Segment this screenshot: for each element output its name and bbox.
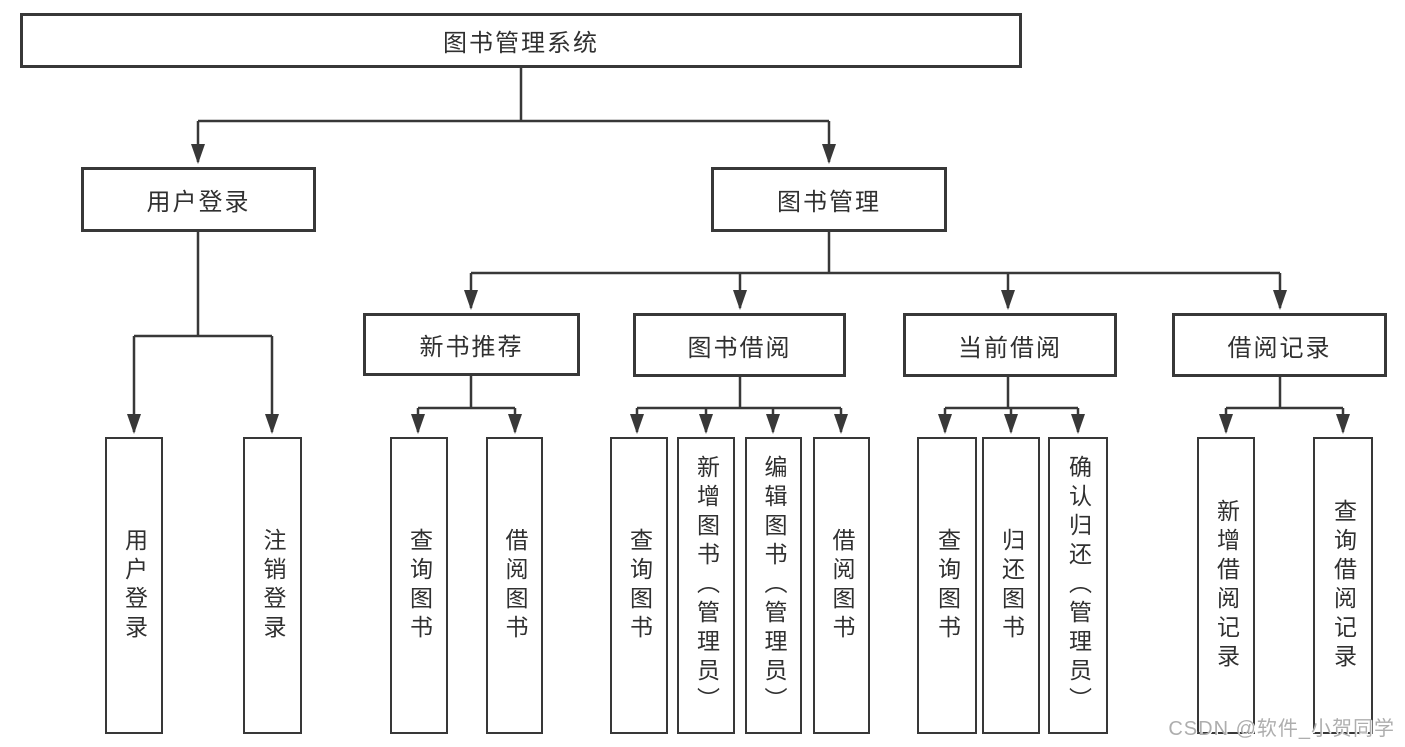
- leaf-search-borrow-record: 查询借阅记录: [1313, 437, 1373, 734]
- leaf-label: 查询借阅记录: [1330, 498, 1357, 673]
- node-label: 当前借阅: [958, 334, 1062, 362]
- node-label: 借阅记录: [1227, 334, 1332, 362]
- leaf-add-borrow-record: 新增借阅记录: [1197, 437, 1255, 734]
- leaf-label: 借阅图书: [829, 527, 855, 644]
- leaf-label: 注销登录: [260, 527, 286, 644]
- leaf-user-login: 用户登录: [105, 437, 163, 734]
- leaf-borrow-books-recommend: 借阅图书: [486, 437, 543, 734]
- leaf-label: 查询图书: [406, 527, 433, 644]
- node-label: 图书管理系统: [443, 30, 599, 57]
- leaf-search-books-recommend: 查询图书: [390, 437, 448, 734]
- node-current-borrow: 当前借阅: [903, 313, 1117, 377]
- leaf-return-books: 归还图书: [982, 437, 1040, 734]
- leaf-add-books-admin: 新增图书（管理员）: [677, 437, 735, 734]
- leaf-confirm-return-admin: 确认归还（管理员）: [1048, 437, 1108, 734]
- node-book-management: 图书管理: [711, 167, 947, 232]
- leaf-label: 借阅图书: [502, 527, 528, 644]
- leaf-search-books-current: 查询图书: [917, 437, 977, 734]
- node-library-management-system: 图书管理系统: [20, 13, 1022, 68]
- leaf-label: 新增借阅记录: [1213, 498, 1240, 673]
- node-label: 图书管理: [777, 189, 881, 216]
- leaf-label: 查询图书: [934, 527, 961, 644]
- leaf-edit-books-admin: 编辑图书（管理员）: [745, 437, 802, 734]
- node-label: 用户登录: [146, 189, 251, 216]
- leaf-logout: 注销登录: [243, 437, 302, 734]
- leaf-label: 用户登录: [121, 527, 148, 644]
- leaf-borrow-books: 借阅图书: [813, 437, 870, 734]
- node-new-book-recommend: 新书推荐: [363, 313, 580, 376]
- watermark-text: CSDN @软件_小贺同学: [1168, 718, 1395, 740]
- node-user-login: 用户登录: [81, 167, 316, 232]
- leaf-label: 新增图书（管理员）: [693, 455, 720, 716]
- leaf-search-books-borrow: 查询图书: [610, 437, 668, 734]
- node-borrow-records: 借阅记录: [1172, 313, 1387, 377]
- node-label: 新书推荐: [419, 334, 524, 361]
- node-label: 图书借阅: [687, 334, 792, 362]
- leaf-label: 编辑图书（管理员）: [761, 455, 787, 716]
- leaf-label: 归还图书: [998, 527, 1025, 644]
- leaf-label: 查询图书: [626, 527, 653, 644]
- node-book-borrow: 图书借阅: [633, 313, 846, 377]
- leaf-label: 确认归还（管理员）: [1065, 455, 1092, 716]
